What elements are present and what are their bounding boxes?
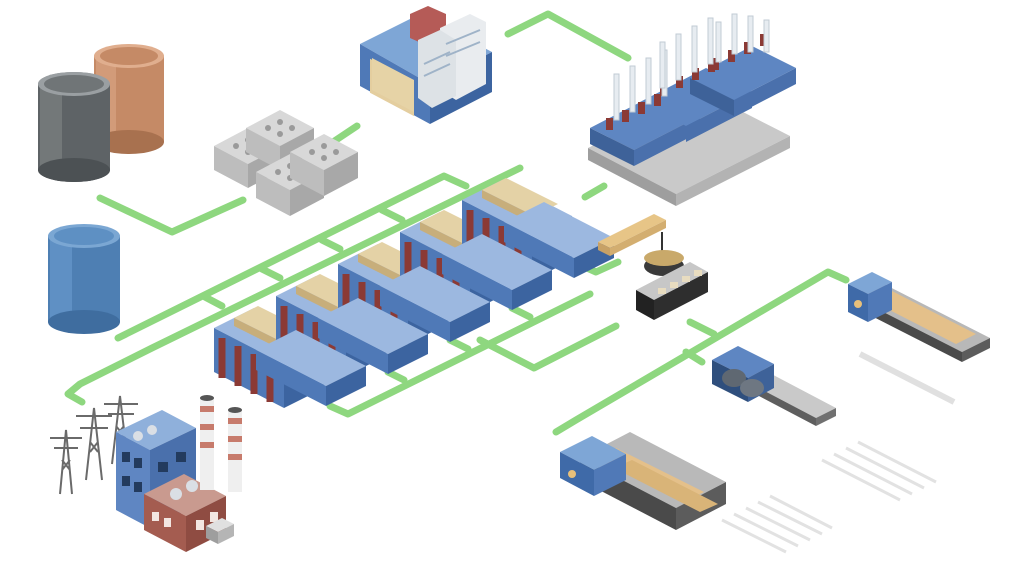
flow-branch-extrusion (682, 348, 706, 366)
casting-ladle (598, 214, 708, 320)
baking-furnace (588, 13, 796, 206)
carbon-blocks (214, 110, 358, 216)
rolling-line (848, 272, 990, 405)
carbon-block (246, 110, 314, 170)
flow-arrows (64, 10, 850, 436)
electrolysis-pot-line (214, 178, 614, 408)
pot-cell-group-6 (256, 330, 366, 406)
storage-tank-blue (48, 224, 120, 334)
flow-upper-branch-3 (318, 236, 344, 253)
flow-upper-branch-2 (258, 265, 284, 282)
flow-branch-casting-ladle (686, 318, 718, 338)
flow-to-casting (476, 322, 620, 372)
extrusion-press (712, 346, 937, 502)
pot-cell-group-7 (318, 298, 428, 374)
transmission-tower (50, 395, 138, 495)
flow-power-feed (64, 164, 524, 406)
flow-lower-branch-2 (446, 336, 472, 353)
flow-distribution (552, 268, 850, 436)
flow-blocks-to-mixer (329, 122, 361, 146)
power-plant (50, 395, 242, 552)
flow-upper-branch-1 (201, 293, 226, 310)
flow-tanks-to-blocks (96, 194, 247, 236)
pot-cell-group-9 (442, 234, 552, 310)
flow-upper-feed (114, 172, 470, 342)
chimney (228, 407, 242, 492)
flow-lower-branch-3 (508, 304, 534, 321)
casting-line (560, 432, 833, 554)
flow-mixer-to-furnace (504, 10, 632, 62)
chimney (200, 395, 214, 490)
flow-lower-return (326, 290, 594, 418)
flow-upper-branch-4 (378, 206, 406, 224)
storage-tank-dark-front (38, 72, 110, 182)
carbon-block (290, 134, 358, 196)
flow-lower-branch-1 (384, 368, 408, 384)
flow-furnace-to-potlines (581, 182, 608, 201)
pot-cell-group-8 (380, 266, 490, 342)
mixing-press (360, 6, 492, 124)
